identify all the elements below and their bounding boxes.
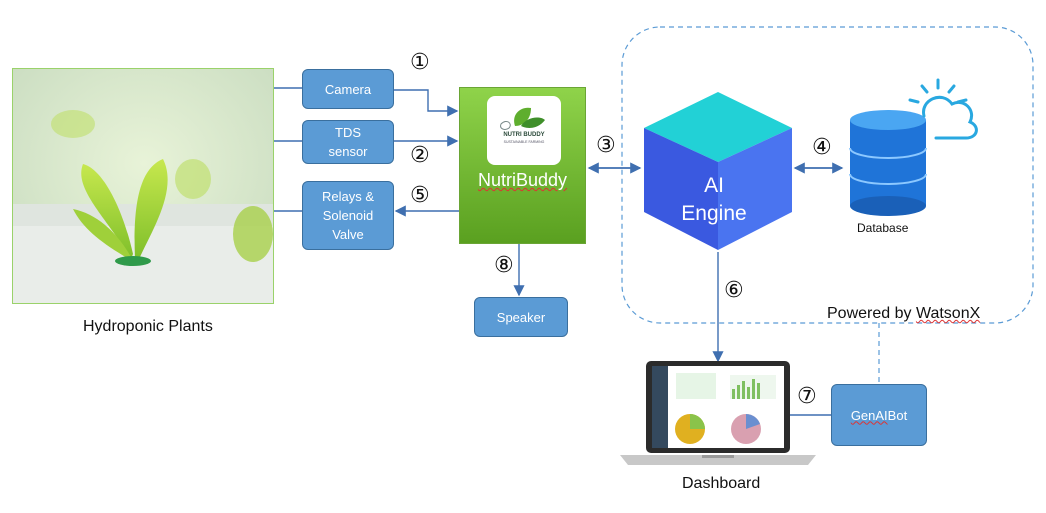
logo-text: NUTRI BUDDY (503, 132, 545, 138)
database-label: Database (857, 221, 909, 235)
step-7: ⑦ (797, 384, 817, 409)
relays-valve-box: Relays & Solenoid Valve (302, 181, 394, 250)
step-2: ② (410, 143, 430, 168)
database-icon (849, 110, 927, 216)
genai-bot-suffix: Bot (887, 407, 908, 423)
laptop-icon (620, 361, 816, 465)
dashboard-caption: Dashboard (682, 475, 761, 492)
step-3: ③ (596, 133, 616, 158)
powered-by-prefix: Powered by (827, 305, 916, 322)
hydroponic-plants-photo (12, 68, 274, 304)
step-8: ⑧ (494, 253, 514, 278)
leaf-logo-icon (500, 107, 545, 130)
step-4: ④ (812, 135, 832, 160)
ai-engine-label: AI Engine (666, 172, 762, 228)
nutribuddy-logo: NUTRI BUDDY SUSTAINABLE FARMING (487, 96, 561, 165)
nutribuddy-title: NutriBuddy (477, 170, 568, 190)
genai-bot-box: GenAI Bot (831, 384, 927, 446)
step-6: ⑥ (724, 278, 744, 303)
powered-by-brand: WatsonX (915, 305, 981, 322)
speaker-box: Speaker (474, 297, 568, 337)
step-1: ① (410, 50, 430, 75)
powered-by-label: Powered by WatsonX (827, 305, 980, 323)
cloud-sun-icon (908, 78, 978, 140)
nutribuddy-device: NUTRI BUDDY SUSTAINABLE FARMING NutriBud… (459, 87, 586, 244)
ai-engine-line1: AI (704, 174, 724, 197)
ai-engine-cube (644, 92, 792, 250)
logo-subtext: SUSTAINABLE FARMING (503, 140, 545, 144)
camera-box: Camera (302, 69, 394, 109)
ai-engine-line2: Engine (681, 202, 747, 225)
genai-bot-name: GenAI (850, 407, 888, 423)
plants-caption: Hydroponic Plants (83, 318, 213, 335)
tds-sensor-box: TDS sensor (302, 120, 394, 164)
step-5: ⑤ (410, 183, 430, 208)
